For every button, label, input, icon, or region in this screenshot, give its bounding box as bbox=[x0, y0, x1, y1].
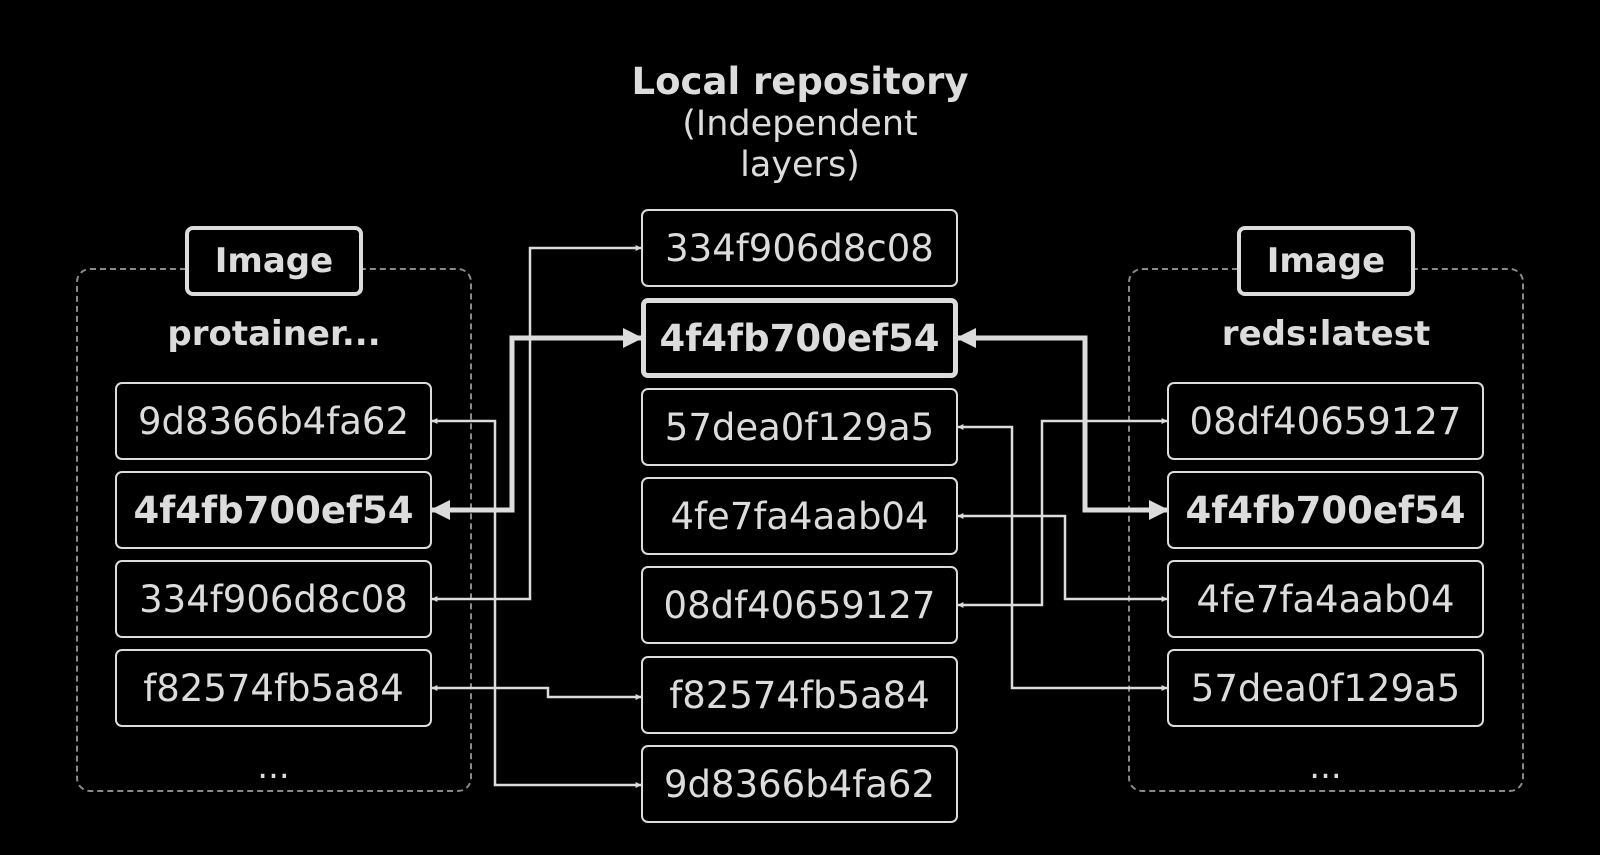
left-image-name: protainer... bbox=[167, 314, 381, 354]
repo-layer-5: 08df40659127 bbox=[641, 566, 958, 644]
arrow-repo-4f4f-to-right bbox=[956, 328, 1169, 520]
repository-subtitle-line1: (Independent bbox=[682, 104, 918, 144]
left-image-badge: Image bbox=[185, 226, 363, 296]
repo-layer-3: 57dea0f129a5 bbox=[641, 388, 958, 466]
arrow-left-f825-to-repo bbox=[431, 685, 642, 700]
arrow-repo-57de-to-right bbox=[957, 424, 1168, 691]
arrow-left-4f4f-to-repo bbox=[430, 328, 643, 520]
repo-layer-1: 334f906d8c08 bbox=[641, 209, 958, 287]
left-layer-2: 4f4fb700ef54 bbox=[115, 471, 432, 549]
right-layer-1: 08df40659127 bbox=[1167, 382, 1484, 460]
right-layer-4: 57dea0f129a5 bbox=[1167, 649, 1484, 727]
arrow-left-334f-to-repo bbox=[431, 245, 642, 602]
right-image-name: reds:latest bbox=[1221, 314, 1431, 354]
right-image-badge: Image bbox=[1237, 226, 1415, 296]
arrow-left-9d83-to-repo bbox=[431, 418, 642, 788]
right-ellipsis: ... bbox=[1309, 747, 1342, 787]
repository-title: Local repository bbox=[631, 60, 969, 103]
repo-layer-2: 4f4fb700ef54 bbox=[641, 298, 958, 378]
repository-title-block: Local repository (Independent layers) bbox=[600, 60, 1000, 186]
repository-subtitle-line2: layers) bbox=[740, 145, 860, 185]
repo-layer-6: f82574fb5a84 bbox=[641, 656, 958, 734]
left-layer-3: 334f906d8c08 bbox=[115, 560, 432, 638]
repo-layer-7: 9d8366b4fa62 bbox=[641, 745, 958, 823]
right-layer-2: 4f4fb700ef54 bbox=[1167, 471, 1484, 549]
left-layer-1: 9d8366b4fa62 bbox=[115, 382, 432, 460]
right-layer-3: 4fe7fa4aab04 bbox=[1167, 560, 1484, 638]
left-layer-4: f82574fb5a84 bbox=[115, 649, 432, 727]
arrow-repo-08df-to-right bbox=[957, 418, 1168, 608]
arrow-repo-4fe7-to-right bbox=[957, 513, 1168, 602]
left-ellipsis: ... bbox=[257, 747, 290, 787]
